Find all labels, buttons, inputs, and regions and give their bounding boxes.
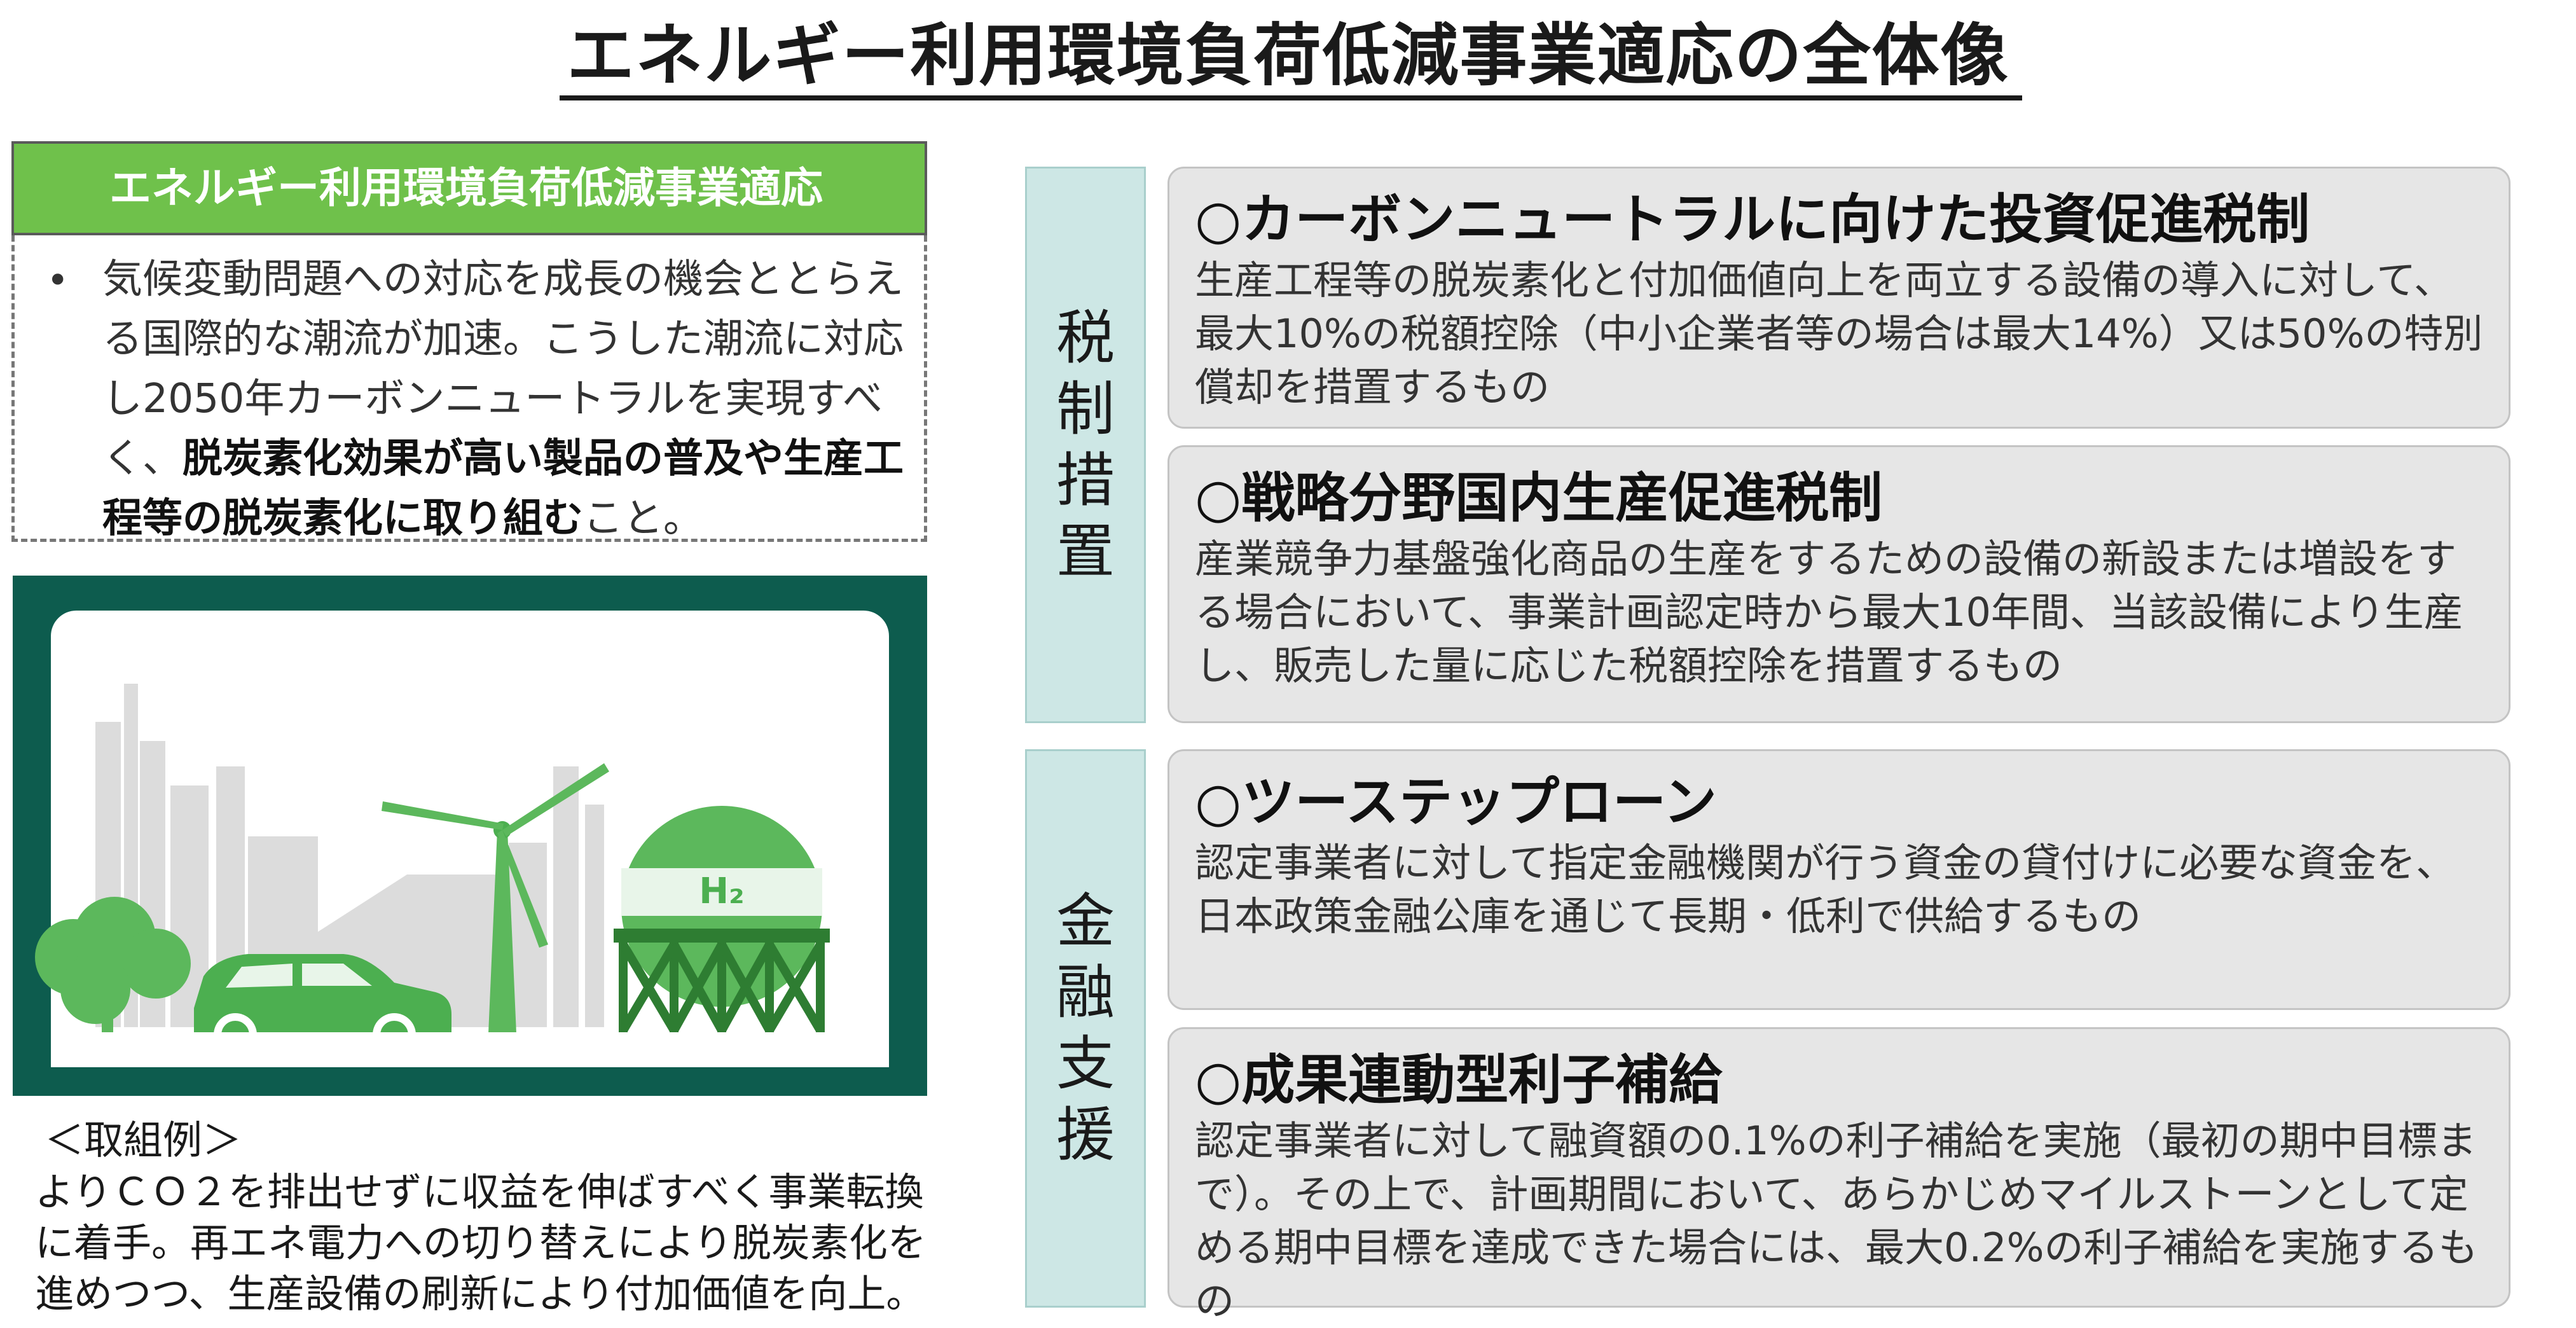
description-bold: 脱炭素化効果が高い製品の普及や生産工程等の脱炭素化に取り組む xyxy=(102,435,904,541)
measure-title: ○戦略分野国内生産促進税制 xyxy=(1195,467,1883,529)
measure-description: 認定事業者に対して指定金融機関が行う資金の貸付けに必要な資金を、日本政策金融公庫… xyxy=(1195,840,2456,939)
measure-box-two-step-loan: ○ツーステップローン 認定事業者に対して指定金融機関が行う資金の貸付けに必要な資… xyxy=(1167,749,2511,1010)
measure-description: 生産工程等の脱炭素化と付加価値向上を両立する設備の導入に対して、最大10%の税額… xyxy=(1195,257,2483,410)
left-panel-header: エネルギー利用環境負荷低減事業適応 xyxy=(11,141,927,235)
measure-title: ○ツーステップローン xyxy=(1195,771,1717,833)
title-underline xyxy=(560,95,2022,100)
left-panel-description: • 気候変動問題への対応を成長の機会ととらえる国際的な潮流が加速。こうした潮流に… xyxy=(11,235,927,542)
measure-title: ○成果連動型利子補給 xyxy=(1195,1049,1723,1111)
page-title: エネルギー利用環境負荷低減事業適応の全体像 xyxy=(567,17,2009,95)
measure-title: ○カーボンニュートラルに向けた投資促進税制 xyxy=(1195,188,2310,251)
decarbonization-illustration: H₂ xyxy=(13,576,927,1096)
category-finance-label: 金融支援 xyxy=(1056,887,1115,1169)
description-text: 気候変動問題への対応を成長の機会ととらえる国際的な潮流が加速。こうした潮流に対応… xyxy=(102,249,905,548)
category-financial-support: 金融支援 xyxy=(1025,749,1146,1308)
measure-box-cn-investment-tax: ○カーボンニュートラルに向けた投資促進税制 生産工程等の脱炭素化と付加価値向上を… xyxy=(1167,167,2511,429)
measure-box-interest-subsidy: ○成果連動型利子補給 認定事業者に対して融資額の0.1%の利子補給を実施（最初の… xyxy=(1167,1027,2511,1324)
measure-description: 認定事業者に対して融資額の0.1%の利子補給を実施（最初の期中目標まで）。その上… xyxy=(1195,1117,2478,1324)
category-tax-label: 税制措置 xyxy=(1056,303,1115,586)
example-text: よりＣＯ２を排出せずに収益を伸ばすべく事業転換に着手。再エネ電力への切り替えによ… xyxy=(35,1170,926,1317)
hydrogen-label: H₂ xyxy=(699,871,744,912)
measure-box-strategic-production-tax: ○戦略分野国内生産促進税制 産業競争力基盤強化商品の生産をするための設備の新設ま… xyxy=(1167,445,2511,723)
wind-turbine-icon xyxy=(382,763,609,1034)
measure-description: 産業競争力基盤強化商品の生産をするための設備の新設または増設をする場合において、… xyxy=(1195,536,2463,689)
category-tax-measures: 税制措置 xyxy=(1025,167,1146,723)
hydrogen-tank-icon: H₂ xyxy=(614,806,830,1034)
description-normal: 気候変動問題への対応を成長の機会ととらえる国際的な潮流が加速。こうした潮流に対応… xyxy=(102,256,904,481)
description-end: こと。 xyxy=(583,495,703,541)
example-heading: ＜取組例＞ xyxy=(45,1117,242,1163)
bullet: • xyxy=(46,258,69,303)
